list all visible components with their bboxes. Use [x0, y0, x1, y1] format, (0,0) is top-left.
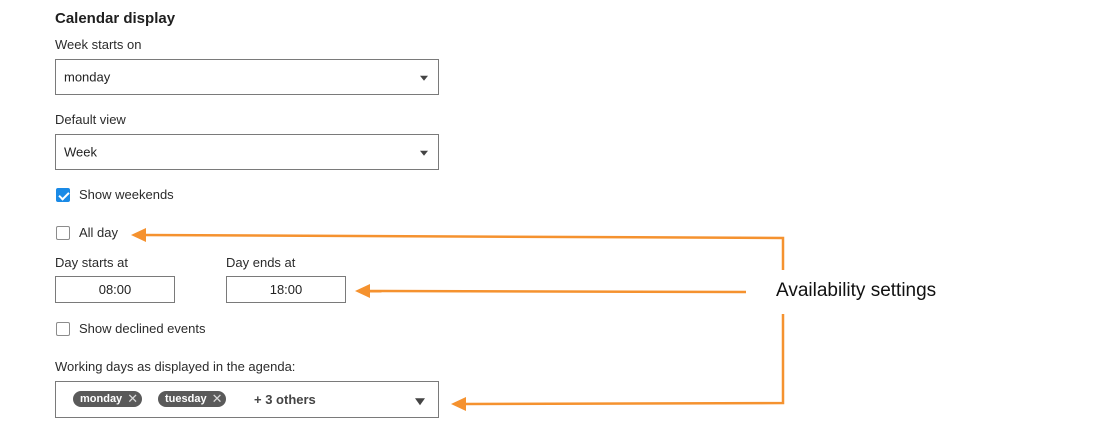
week-starts-on-label: Week starts on [55, 37, 142, 52]
remove-chip-icon[interactable]: ✕ [211, 391, 223, 406]
arrow-line-working-days [463, 314, 785, 406]
day-starts-at-label: Day starts at [55, 255, 128, 270]
chip-label: tuesday [165, 393, 207, 405]
all-day-label: All day [79, 225, 119, 240]
arrow-line-all-day [142, 233, 785, 270]
chip-monday: monday ✕ [73, 391, 143, 407]
day-ends-at-label: Day ends at [226, 255, 296, 270]
working-days-label: Working days as displayed in the agenda: [55, 359, 296, 374]
arrow-head-day-times [355, 284, 370, 298]
arrow-head-working-days [451, 397, 466, 411]
all-day-checkbox[interactable] [56, 226, 70, 240]
default-view-select[interactable]: Week [55, 134, 439, 170]
default-view-value: Week [64, 144, 97, 160]
show-weekends-checkbox[interactable] [56, 188, 70, 202]
show-declined-events-label: Show declined events [79, 321, 206, 336]
show-declined-events-checkbox[interactable] [56, 322, 70, 336]
week-starts-on-select[interactable]: monday [55, 59, 439, 95]
show-weekends-label: Show weekends [79, 187, 174, 202]
arrow-line-day-times [367, 289, 747, 294]
more-chips-text[interactable]: + 3 others [254, 392, 316, 407]
chevron-down-icon [420, 150, 428, 156]
chevron-down-icon [420, 75, 428, 81]
day-ends-at-input[interactable]: 18:00 [226, 276, 346, 303]
working-days-multiselect[interactable]: monday ✕ tuesday ✕ + 3 others [55, 381, 439, 418]
week-starts-on-value: monday [64, 69, 111, 85]
chevron-down-icon [415, 397, 425, 405]
default-view-label: Default view [55, 112, 126, 127]
chip-label: monday [80, 393, 123, 405]
day-starts-at-input[interactable]: 08:00 [55, 276, 175, 303]
arrow-head-all-day [131, 228, 146, 242]
chip-tuesday: tuesday ✕ [158, 391, 227, 407]
remove-chip-icon[interactable]: ✕ [127, 391, 139, 406]
availability-settings-annotation: Availability settings [776, 280, 937, 301]
section-title: Calendar display [55, 10, 176, 27]
